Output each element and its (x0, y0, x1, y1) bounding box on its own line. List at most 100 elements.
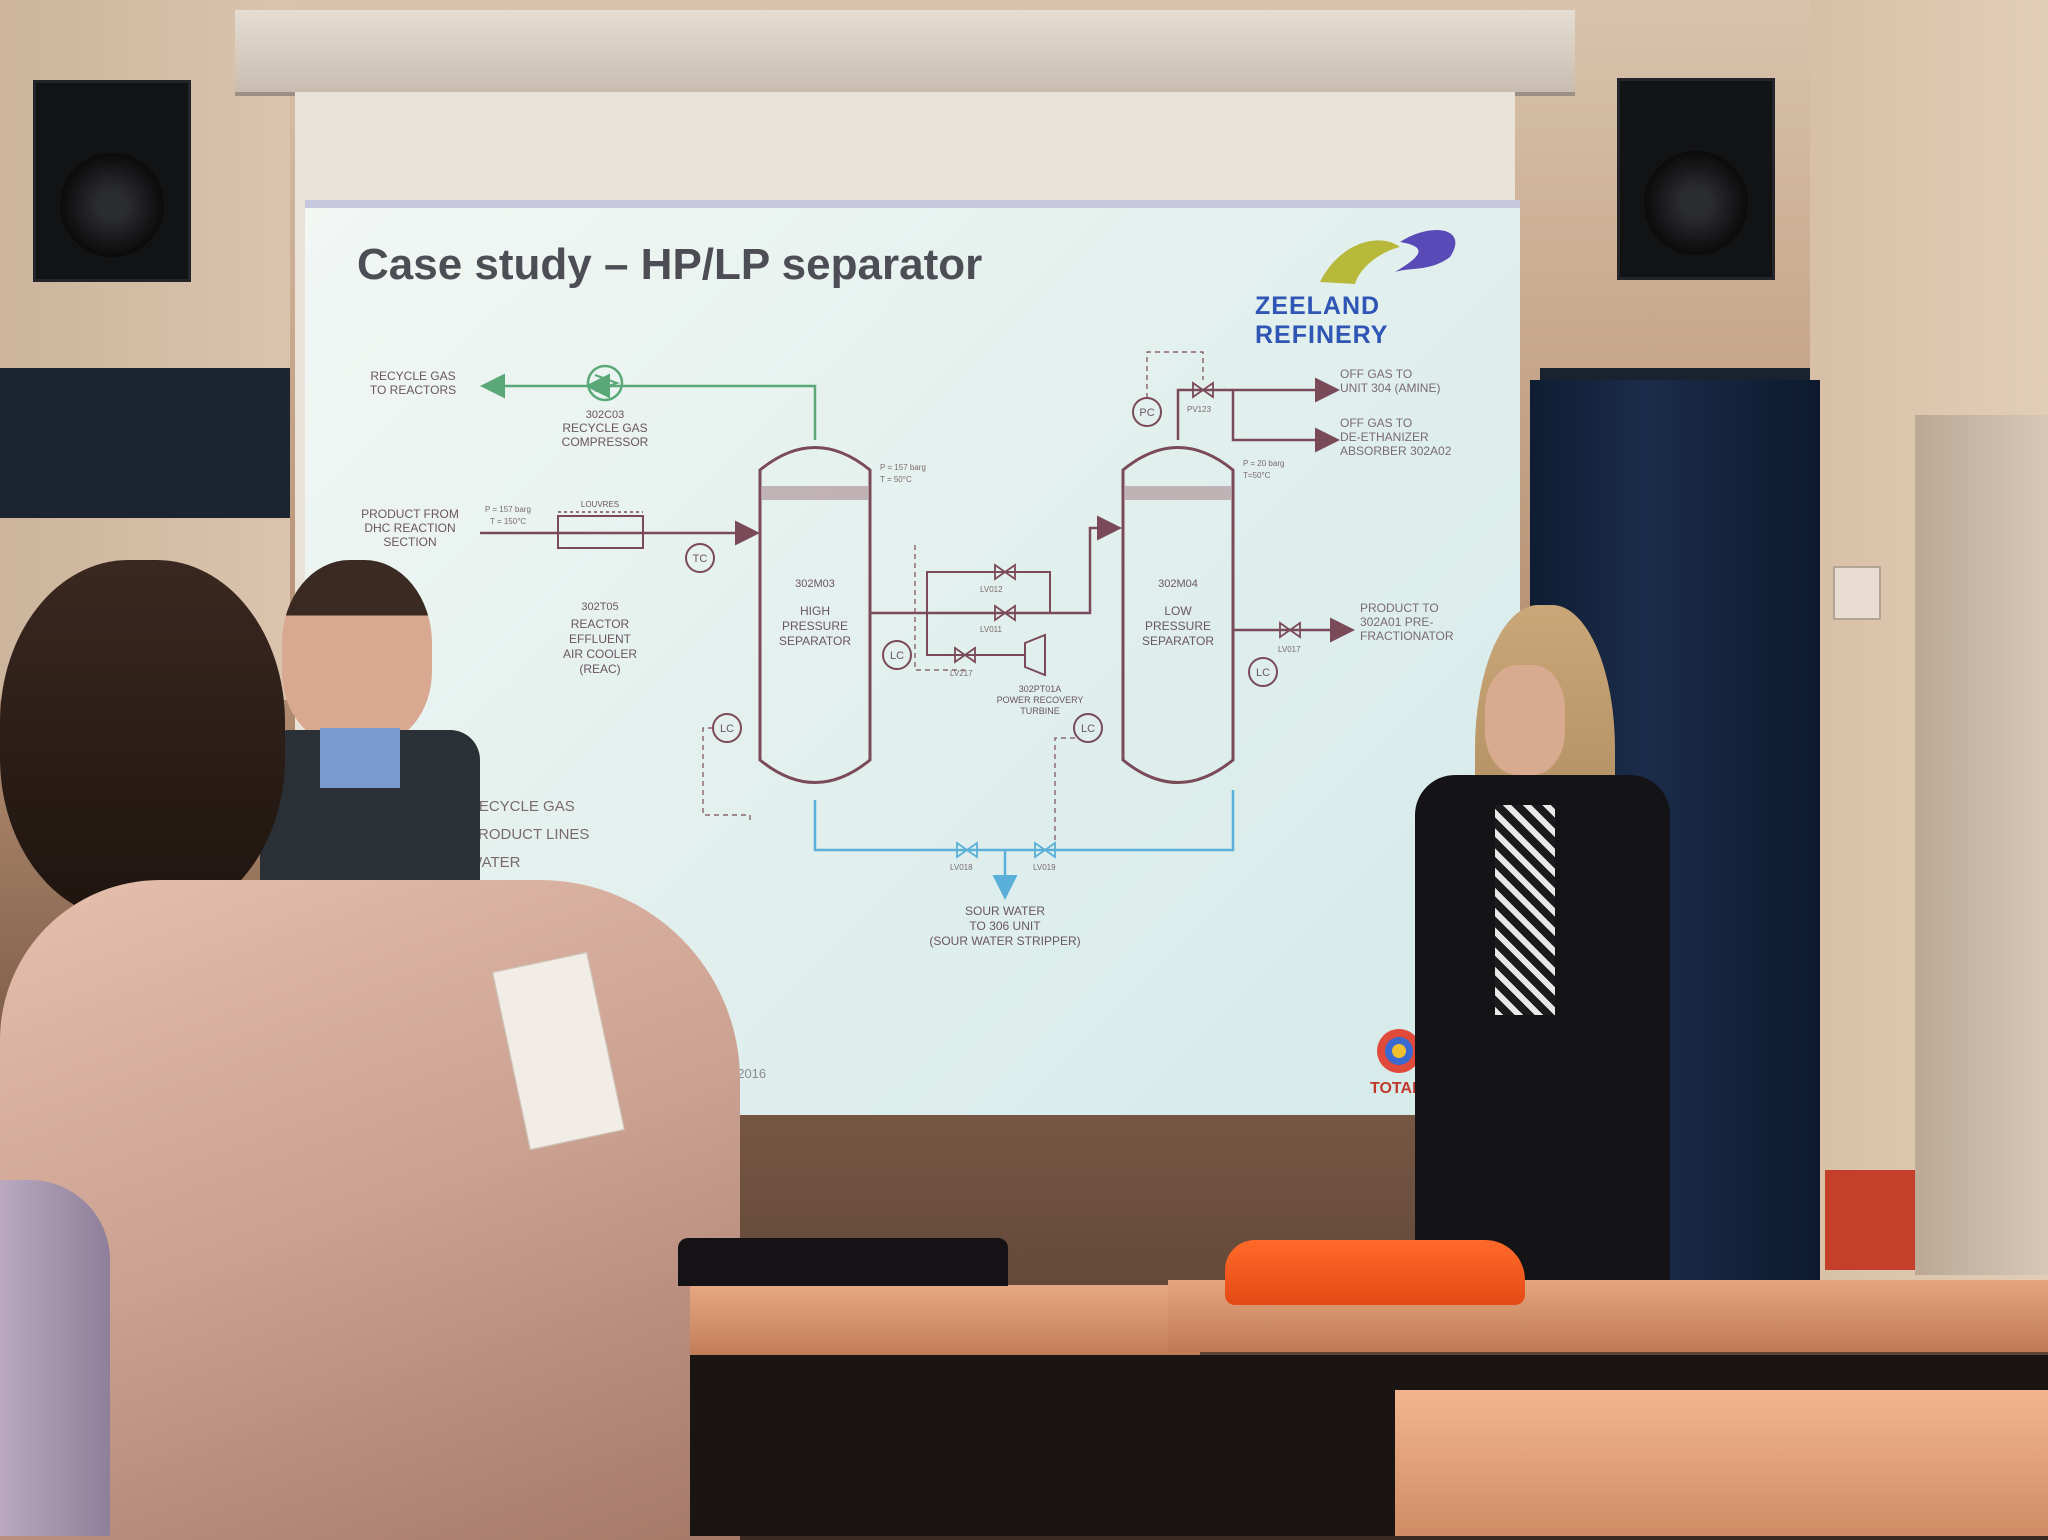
turbine-symbol (1024, 633, 1046, 677)
total-logo-text: TOTAL (1370, 1080, 1422, 1097)
process-flow-diagram: RECYCLE GAS TO REACTORS 302C03 RECYCLE G… (361, 351, 1454, 948)
lp-sep-label-2: PRESSURE (1145, 619, 1211, 633)
lp-temperature: T=50°C (1243, 471, 1271, 480)
product-from-label-2: DHC REACTION (364, 521, 455, 535)
lv017-valve (1279, 621, 1301, 639)
lv019-valve (1034, 841, 1056, 859)
compressor-tag: 302C03 (586, 409, 625, 421)
inlet-pressure: P = 157 barg (485, 505, 531, 514)
hp-sep-label-1: HIGH (800, 604, 830, 618)
sour-water-label-3: (SOUR WATER STRIPPER) (929, 934, 1080, 948)
table-foreground (1395, 1390, 2048, 1536)
product-to-label-1: PRODUCT TO (1360, 601, 1439, 615)
hp-sep-label-2: PRESSURE (782, 619, 848, 633)
hp-temperature: T = 50°C (880, 475, 912, 484)
turbine-label-1: POWER RECOVERY (997, 695, 1084, 705)
wall-outlet (1833, 566, 1881, 620)
turbine-label-2: TURBINE (1020, 706, 1060, 716)
sour-water-label-1: SOUR WATER (965, 904, 1045, 918)
orange-vest (1225, 1240, 1525, 1305)
pc-signal (1146, 351, 1204, 398)
lc-instrument-lp-outlet (1248, 657, 1278, 687)
off-gas-deeth-label-3: ABSORBER 302A02 (1340, 444, 1452, 458)
hp-separator-vessel (758, 446, 872, 784)
lv017-label: LV017 (1278, 645, 1301, 654)
female-presenter (1415, 605, 1675, 1285)
speaker-cone (1644, 151, 1748, 255)
recycle-gas-label-2: TO REACTORS (370, 383, 456, 397)
product-to-label-2: 302A01 PRE- (1360, 615, 1433, 629)
lp-separator-vessel (1121, 446, 1235, 784)
audience-member-shoulder-left (0, 1180, 110, 1536)
legend-gas-label: RECYCLE GAS (468, 798, 575, 815)
audience-member (0, 560, 740, 1540)
lv019-label: LV019 (1033, 863, 1056, 872)
off-gas-amine-label-1: OFF GAS TO (1340, 367, 1412, 381)
lp-sep-label-1: LOW (1164, 604, 1192, 618)
bypass-line-1 (926, 571, 1051, 613)
bookshelf (1915, 415, 2048, 1275)
lc-instrument-hp-mid (882, 640, 912, 670)
hp-to-lp-line (870, 515, 1122, 615)
red-wall-strip (1825, 1170, 1915, 1270)
off-gas-amine-label-2: UNIT 304 (AMINE) (1340, 381, 1440, 395)
lv012-valve (994, 563, 1016, 581)
left-dark-band (0, 368, 290, 518)
lv018-valve (956, 841, 978, 859)
left-speaker (33, 80, 191, 282)
louvres-label: LOUVRES (581, 500, 619, 509)
compressor-symbol (586, 364, 624, 402)
lc-instrument-lp (1073, 713, 1103, 743)
lv018-label: LV018 (950, 863, 973, 872)
lc-label-lp: LC (1081, 723, 1095, 735)
speaker-cone (60, 153, 164, 257)
zeeland-logo-mark (1320, 230, 1456, 284)
compressor-label-1: RECYCLE GAS (562, 421, 647, 435)
sour-water-label-2: TO 306 UNIT (969, 919, 1041, 933)
tc-instrument (685, 543, 715, 573)
total-logo-mark (1377, 1029, 1421, 1073)
lc-label-hp-mid: LC (890, 650, 904, 662)
lv217-label: LV217 (950, 669, 973, 678)
off-gas-deethanizer-line (1231, 390, 1340, 453)
turbine-tag: 302PT01A (1019, 684, 1062, 694)
tc-label: TC (693, 553, 708, 565)
projector-screen-housing (235, 10, 1575, 96)
recycle-gas-line (585, 373, 817, 440)
air-cooler-label-2: EFFLUENT (569, 632, 632, 646)
air-cooler-tag: 302T05 (581, 601, 618, 613)
air-cooler-label-3: AIR COOLER (563, 647, 637, 661)
hp-sep-tag: 302M03 (795, 578, 835, 590)
legend-product-label: PRODUCT LINES (468, 826, 589, 843)
zeeland-refinery-logo: ZEELAND REFINERY (1255, 292, 1389, 349)
right-speaker (1617, 78, 1775, 280)
off-gas-amine-line (1176, 377, 1340, 440)
compressor-arrow (594, 374, 620, 392)
inlet-temperature: T = 150°C (490, 517, 526, 526)
product-from-label-3: SECTION (383, 535, 436, 549)
table-left (690, 1285, 1200, 1355)
lc-label-hp: LC (720, 723, 734, 735)
lv217-valve (954, 646, 976, 664)
lp-pressure: P = 20 barg (1243, 459, 1284, 468)
lc-label-lp-outlet: LC (1256, 667, 1270, 679)
off-gas-deeth-label-1: OFF GAS TO (1340, 416, 1412, 430)
slide-top-line (305, 200, 1520, 208)
legend-water-label: WATER (468, 854, 521, 871)
air-cooler-label-1: REACTOR (571, 617, 630, 631)
air-cooler-box (557, 515, 644, 549)
lv011-label: LV011 (980, 625, 1002, 634)
control-signal-mid (914, 545, 965, 671)
lv011-valve (994, 604, 1016, 622)
compressor-label-2: COMPRESSOR (562, 435, 649, 449)
product-from-label-1: PRODUCT FROM (361, 507, 459, 521)
hp-demister (762, 486, 868, 500)
hp-lc-signal (702, 727, 751, 820)
product-to-label-3: FRACTIONATOR (1360, 629, 1454, 643)
hp-pressure: P = 157 barg (880, 463, 926, 472)
slide-title: Case study – HP/LP separator (357, 240, 983, 289)
turbine-line (926, 613, 1025, 656)
water-header (813, 790, 1235, 852)
lp-lc-signal (1054, 737, 1075, 840)
black-bag (678, 1238, 1008, 1286)
